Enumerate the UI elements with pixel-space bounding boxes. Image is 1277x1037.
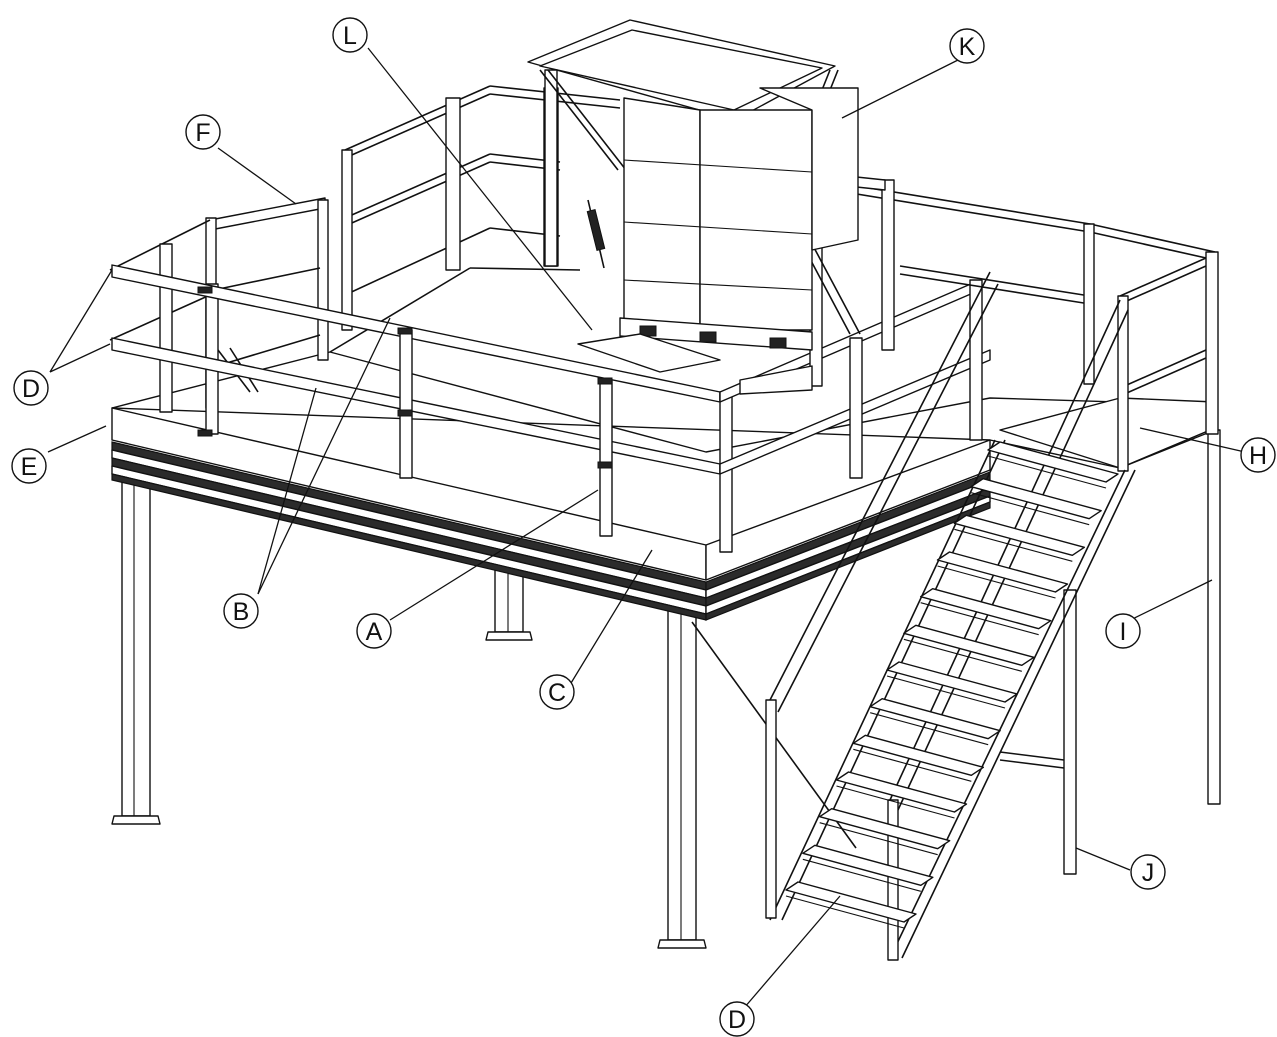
stair-tread-edge [785, 895, 905, 929]
callout-b: B [223, 593, 259, 629]
callout-f: F [185, 114, 221, 150]
callout-d-left: D [13, 370, 49, 406]
stair-tread [818, 807, 951, 850]
leader-lines [47, 47, 1246, 1009]
callout-label-a: A [366, 618, 383, 646]
stair-tread [886, 661, 1018, 703]
stair-tread-edge [802, 858, 921, 892]
callout-a: A [356, 613, 392, 649]
stair-tread [835, 771, 968, 813]
stair-tread [903, 624, 1035, 667]
callout-h: H [1240, 437, 1276, 473]
callout-label-d-bottom: D [728, 1006, 746, 1034]
stair-tread-edge [987, 455, 1107, 489]
stair-tread [869, 697, 1001, 740]
stair-treads [785, 441, 1119, 929]
stair-tread [919, 587, 1052, 630]
callout-label-e: E [21, 453, 38, 481]
pallet-load [577, 87, 859, 395]
stair-tread [785, 881, 917, 923]
callout-c: C [539, 674, 575, 710]
platform-deck [111, 351, 1216, 621]
front-guardrail-left [111, 264, 733, 553]
callout-label-j: J [1142, 859, 1155, 887]
callout-label-k: K [959, 33, 976, 61]
stair-tread-edge [937, 565, 1056, 599]
stair-tread-edge [954, 528, 1073, 562]
callout-j: J [1130, 854, 1166, 890]
stair-tread-edge [903, 638, 1022, 672]
rear-guardrail [329, 85, 621, 353]
right-guardrail [819, 179, 1219, 472]
stair-tread [852, 734, 985, 777]
callout-k: K [949, 28, 985, 64]
staircase [765, 271, 1136, 961]
stair-tread-edge [886, 675, 1006, 709]
callout-e: E [11, 448, 47, 484]
callout-label-c: C [548, 679, 566, 707]
callout-label-b: B [233, 598, 250, 626]
stair-tread [987, 441, 1119, 483]
callout-d-bottom: D [719, 1001, 755, 1037]
stair-tread-edge [870, 712, 989, 746]
callout-label-h: H [1249, 442, 1267, 470]
stair-tread [970, 477, 1102, 520]
stair-tread-edge [819, 822, 938, 856]
stair-tread [936, 551, 1069, 593]
stair-tread-edge [836, 785, 955, 819]
callout-label-f: F [195, 119, 210, 147]
callout-label-i: I [1120, 618, 1127, 646]
callout-label-d-left: D [22, 375, 40, 403]
stair-tread [802, 844, 934, 887]
stair-tread-edge [971, 492, 1090, 526]
stair-tread [953, 514, 1086, 557]
callout-label-l: L [343, 22, 357, 50]
callout-l: L [332, 17, 368, 53]
stair-tread-edge [853, 748, 972, 782]
stair-tread-edge [920, 602, 1039, 636]
callout-i: I [1105, 613, 1141, 649]
